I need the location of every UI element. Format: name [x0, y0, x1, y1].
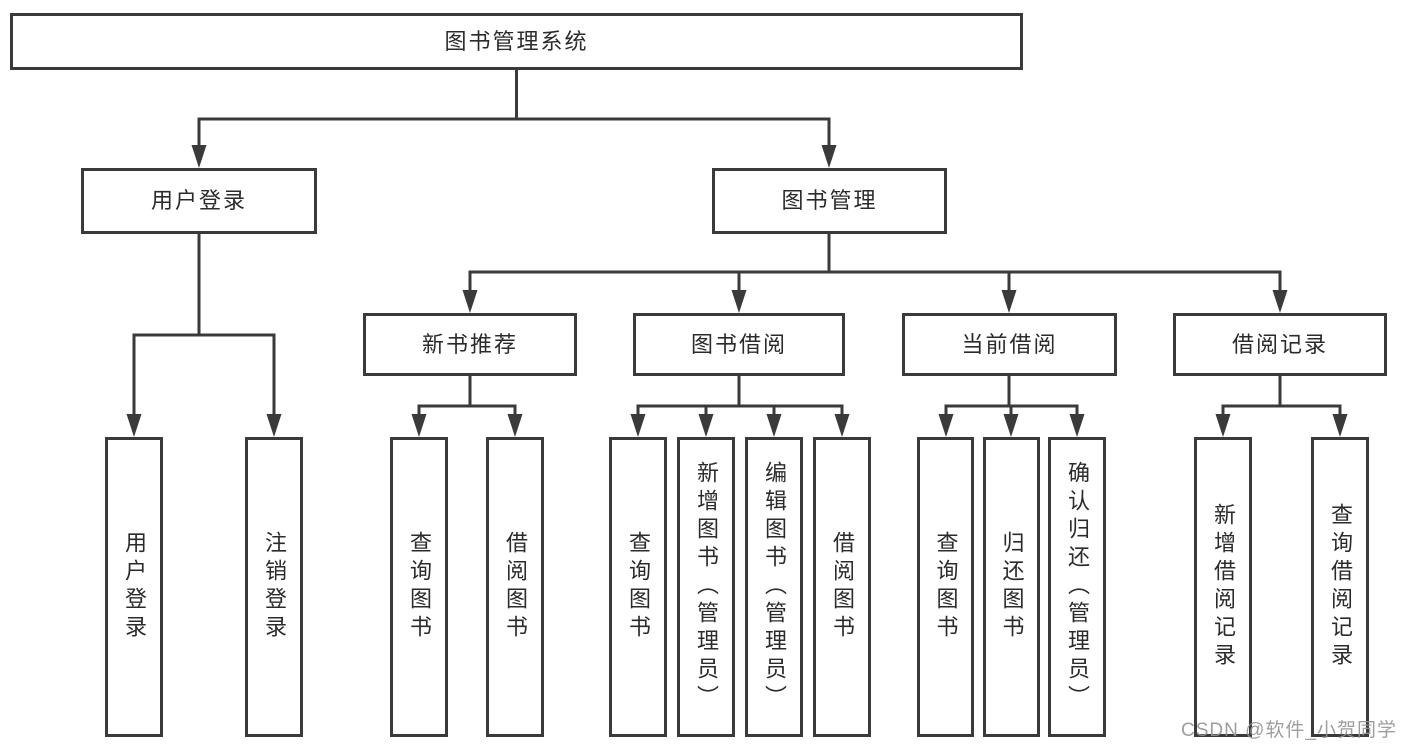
arrow-down-icon: [1272, 290, 1288, 313]
leaf-query-books-recommend: 查询图书: [390, 437, 448, 737]
arrow-down-icon: [266, 414, 282, 437]
arrow-down-icon: [731, 290, 747, 313]
node-label: 新书推荐: [421, 331, 518, 357]
leaf-add-books-admin: 新增图书（管理员）: [677, 437, 735, 737]
node-label: 查询图书: [407, 531, 432, 643]
leaf-query-books-current: 查询图书: [917, 437, 974, 737]
arrow-down-icon: [462, 290, 478, 313]
leaf-confirm-return-admin: 确认归还（管理员）: [1048, 437, 1106, 737]
arrow-down-icon: [411, 414, 427, 437]
arrow-down-icon: [821, 145, 837, 168]
node-label: 查询借阅记录: [1328, 503, 1353, 671]
arrow-down-icon: [1003, 414, 1019, 437]
node-label: 注销登录: [262, 531, 287, 643]
node-library-management-system: 图书管理系统: [10, 13, 1023, 70]
node-book-borrow: 图书借阅: [633, 313, 845, 376]
arrow-down-icon: [1332, 414, 1348, 437]
leaf-borrow-books: 借阅图书: [813, 437, 871, 737]
node-label: 查询图书: [626, 531, 651, 643]
csdn-watermark: CSDN @软件_小贺同学: [1181, 720, 1397, 741]
node-label: 查询图书: [933, 531, 959, 643]
node-label: 图书管理: [781, 188, 878, 213]
node-book-management: 图书管理: [712, 168, 947, 234]
arrow-down-icon: [507, 414, 523, 437]
node-user-login: 用户登录: [81, 168, 317, 234]
arrow-down-icon: [834, 414, 850, 437]
node-label: 图书管理系统: [444, 28, 589, 54]
node-label: 用户登录: [122, 531, 147, 643]
leaf-add-borrow-record: 新增借阅记录: [1194, 437, 1252, 737]
node-label: 图书借阅: [690, 331, 787, 357]
arrow-down-icon: [938, 414, 954, 437]
node-label: 编辑图书（管理员）: [762, 461, 787, 713]
leaf-query-borrow-record: 查询借阅记录: [1311, 437, 1369, 737]
node-label: 新增借阅记录: [1211, 503, 1236, 671]
node-borrow-records: 借阅记录: [1173, 313, 1387, 376]
node-new-book-recommend: 新书推荐: [363, 313, 577, 376]
arrow-down-icon: [630, 414, 646, 437]
leaf-user-login: 用户登录: [105, 437, 163, 737]
node-current-borrow: 当前借阅: [902, 313, 1117, 376]
leaf-return-books: 归还图书: [983, 437, 1040, 737]
node-label: 借阅图书: [830, 531, 855, 643]
node-label: 确认归还（管理员）: [1065, 461, 1090, 713]
arrow-down-icon: [1069, 414, 1085, 437]
node-label: 用户登录: [150, 188, 247, 213]
leaf-query-books-borrow: 查询图书: [609, 437, 667, 737]
node-label: 借阅记录: [1231, 331, 1328, 357]
arrow-down-icon: [766, 414, 782, 437]
arrow-down-icon: [126, 414, 142, 437]
arrow-down-icon: [698, 414, 714, 437]
leaf-edit-books-admin: 编辑图书（管理员）: [745, 437, 803, 737]
node-label: 当前借阅: [961, 331, 1058, 357]
leaf-logout: 注销登录: [245, 437, 303, 737]
arrow-down-icon: [1215, 414, 1231, 437]
arrow-down-icon: [1001, 290, 1017, 313]
arrow-down-icon: [191, 145, 207, 168]
node-label: 借阅图书: [503, 531, 528, 643]
node-label: 新增图书（管理员）: [694, 461, 719, 713]
leaf-borrow-books-recommend: 借阅图书: [486, 437, 544, 737]
node-label: 归还图书: [999, 531, 1025, 643]
